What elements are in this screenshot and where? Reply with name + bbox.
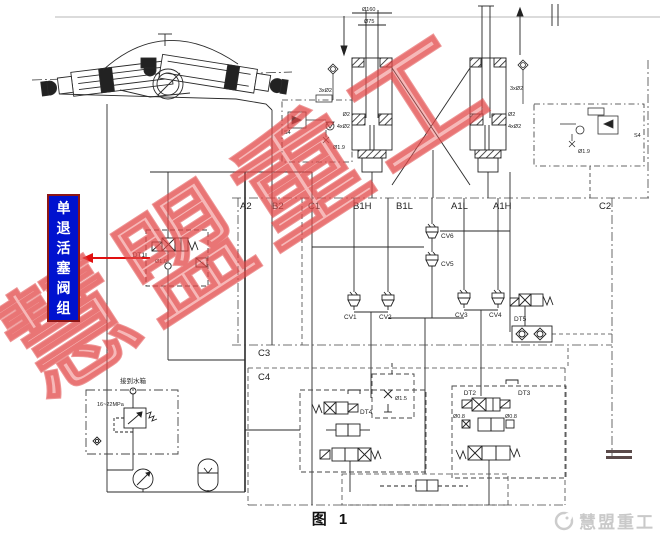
label-rod-dia: Ø75	[364, 19, 374, 25]
label-dia2-right: Ø2	[508, 112, 515, 118]
label-4x2-left: 4xØ2	[337, 124, 350, 130]
label-cv2: CV2	[379, 314, 392, 321]
label-orifice08-right: Ø0.8	[505, 414, 517, 420]
label-cv3: CV3	[455, 312, 468, 319]
callout-char: 塞	[56, 260, 71, 276]
callout-char: 退	[56, 220, 71, 236]
label-orifice10: Ø1.0	[155, 259, 167, 265]
pipe-network	[106, 104, 511, 505]
port-labels: A2 B2 C1 B1H B1L A1L A1H C2 C3 C4	[240, 201, 611, 383]
dt1-valve-assembly	[145, 229, 209, 287]
pressure-gauge	[132, 468, 154, 492]
label-s4-left: S4	[284, 130, 291, 136]
crossover-lines	[391, 67, 471, 198]
label-3x2-right: 3xØ2	[510, 86, 523, 92]
label-dt4: DT4	[360, 409, 373, 416]
port-c1: C1	[308, 201, 320, 212]
relief-valve-block	[85, 387, 179, 455]
label-relief-setting: 16~22MPa	[97, 402, 125, 408]
label-s4-right: S4	[634, 133, 641, 139]
brand-name: 慧盟重工	[579, 513, 655, 532]
label-bore-dia: Ø160	[362, 7, 375, 13]
pilot-box-left	[281, 63, 353, 163]
bottom-manifold-valve	[380, 479, 468, 492]
label-orifice19-left: Ø1.9	[333, 145, 345, 151]
callout-arrow	[82, 253, 150, 263]
port-b2: B2	[272, 201, 284, 212]
label-dt1: DT1	[133, 252, 146, 259]
check-valve-cluster	[347, 223, 505, 311]
annotation-labels: Ø160 Ø75 3xØ2 3xØ2 Ø2 4xØ2 Ø2 4xØ2 Ø1.9 …	[97, 7, 641, 420]
port-b1h: B1H	[353, 201, 372, 212]
callout-char: 组	[56, 300, 71, 316]
label-cv5: CV5	[441, 261, 454, 268]
port-c2: C2	[599, 201, 611, 212]
port-b1l: B1L	[396, 201, 413, 212]
brand-logo-icon	[554, 511, 574, 530]
label-dt2: DT2	[464, 390, 477, 397]
port-c3: C3	[258, 348, 270, 359]
label-cv1: CV1	[344, 314, 357, 321]
brand-logo: 慧盟重工	[554, 508, 655, 533]
port-a1l: A1L	[451, 201, 468, 212]
label-dt5: DT5	[514, 316, 527, 323]
drawing-number-micro-text	[606, 450, 632, 462]
label-orifice08-left: Ø0.8	[453, 414, 465, 420]
callout-char: 阀	[56, 280, 71, 296]
cylinder-left	[340, 10, 393, 173]
label-cv4: CV4	[489, 312, 502, 319]
label-orifice19-right: Ø1.9	[578, 149, 590, 155]
manifold-boundaries	[232, 60, 650, 506]
callout-char: 活	[56, 240, 71, 256]
label-4x2-right: 4xØ2	[508, 124, 521, 130]
dt4-valve-cluster	[299, 389, 427, 473]
dt2-dt3-valve-cluster	[451, 379, 567, 479]
valve-labels: DT1 DT2 DT3 DT4 DT5 CV1 CV2 CV3 CV4 CV5 …	[133, 233, 531, 416]
pilot-box-right	[517, 59, 645, 198]
label-cv6: CV6	[441, 233, 454, 240]
callout-char: 单	[56, 200, 71, 216]
figure-caption: 图 1	[311, 511, 352, 528]
orifice-box	[371, 360, 415, 419]
port-a1h: A1H	[493, 201, 512, 212]
accumulator	[197, 458, 219, 492]
label-dt3: DT3	[518, 390, 531, 397]
boom-drawing	[31, 33, 293, 111]
port-c4: C4	[258, 372, 270, 383]
label-dia2-left: Ø2	[343, 112, 350, 118]
cylinder-right	[469, 4, 559, 173]
dt5-valve	[509, 293, 554, 343]
label-3x2-left: 3xØ2	[319, 88, 332, 94]
label-to-water-tank: 接到水箱	[120, 376, 147, 385]
label-orifice15: Ø1.5	[395, 396, 407, 402]
callout-box: 单 退 活 塞 阀 组	[47, 194, 80, 322]
port-a2: A2	[240, 201, 252, 212]
